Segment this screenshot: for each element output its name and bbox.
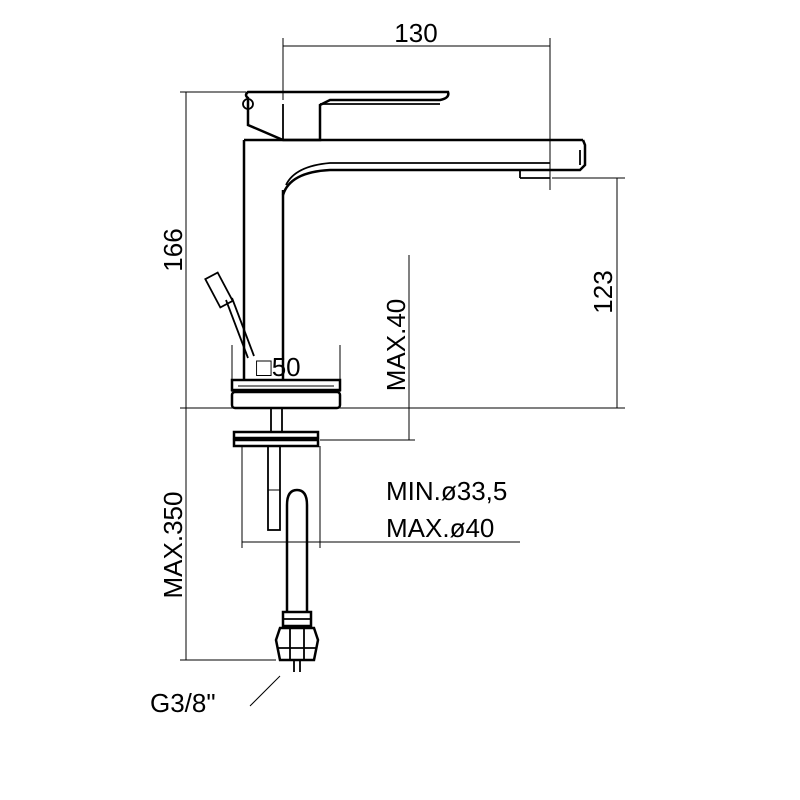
base-plate — [230, 378, 342, 410]
dim-min-hole-diameter: MIN.ø33,5 — [386, 476, 507, 506]
dim-max-hose-length: MAX.350 — [158, 492, 188, 599]
dim-max-hole-diameter: MAX.ø40 — [386, 513, 494, 543]
dim-spout-height: 123 — [588, 270, 618, 313]
lever-handle — [242, 90, 450, 142]
dim-connection-thread: G3/8" — [150, 688, 216, 718]
dimension-lines — [180, 38, 625, 707]
dim-spout-length: 130 — [394, 18, 437, 48]
dim-total-height: 166 — [158, 228, 188, 271]
dim-max-deck-thickness: MAX.40 — [381, 299, 411, 392]
dim-base-size: □50 — [256, 352, 301, 382]
faucet-body — [242, 138, 587, 380]
dimension-labels: 130 166 123 □50 MAX.40 MAX.350 MIN.ø33,5… — [150, 18, 618, 718]
under-deck-fixings — [232, 408, 320, 672]
popup-rod — [204, 271, 255, 359]
